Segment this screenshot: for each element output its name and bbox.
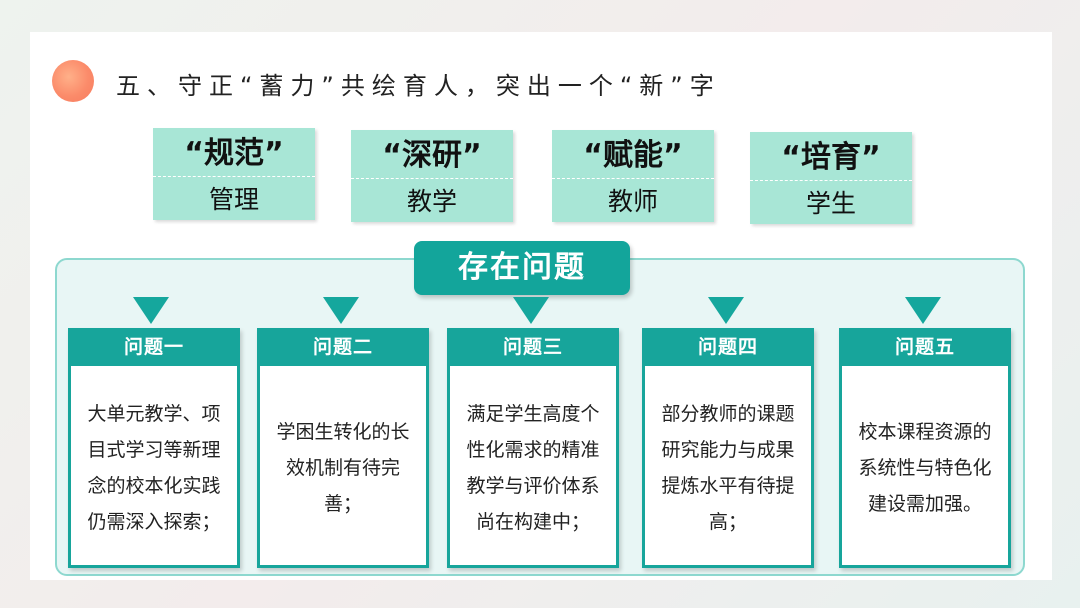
- problems-title: 存在问题: [414, 241, 630, 295]
- tag-divider: [552, 178, 714, 179]
- problem-text: 大单元教学、项目式学习等新理念的校本化实践仍需深入探索；: [83, 379, 225, 557]
- problem-card-1: 问题一 大单元教学、项目式学习等新理念的校本化实践仍需深入探索；: [68, 328, 240, 568]
- problem-label: 问题五: [839, 328, 1011, 366]
- problem-label: 问题一: [68, 328, 240, 366]
- tag-subject: 学生: [805, 189, 856, 218]
- tag-keyword: “规范”: [184, 136, 284, 171]
- problem-text-content: 满足学生高度个性化需求的精准教学与评价体系尚在构建中；: [466, 403, 600, 533]
- tag-subject: 教师: [607, 187, 658, 216]
- tag-funeng: “赋能” 教师: [552, 130, 714, 222]
- problem-label: 问题二: [257, 328, 429, 366]
- problem-text-content: 校本课程资源的系统性与特色化建设需加强。: [858, 421, 992, 515]
- tag-keyword: “深研”: [382, 138, 482, 173]
- problem-card-5: 问题五 校本课程资源的系统性与特色化建设需加强。: [839, 328, 1011, 568]
- problem-text-content: 部分教师的课题研究能力与成果提炼水平有待提高；: [661, 403, 795, 533]
- problem-label: 问题三: [447, 328, 619, 366]
- tag-guifan: “规范” 管理: [153, 128, 315, 220]
- problem-text: 满足学生高度个性化需求的精准教学与评价体系尚在构建中；: [462, 379, 604, 557]
- arrow-down-icon: [708, 297, 744, 324]
- problem-text-content: 大单元教学、项目式学习等新理念的校本化实践仍需深入探索；: [87, 403, 221, 533]
- problem-text: 校本课程资源的系统性与特色化建设需加强。: [854, 379, 996, 557]
- tag-shenyan: “深研” 教学: [351, 130, 513, 222]
- arrow-down-icon: [513, 297, 549, 324]
- arrow-down-icon: [323, 297, 359, 324]
- arrow-down-icon: [133, 297, 169, 324]
- tag-divider: [153, 176, 315, 177]
- tag-subject: 管理: [208, 185, 259, 214]
- tag-peiyu: “培育” 学生: [750, 132, 912, 224]
- tag-keyword: “培育”: [781, 140, 881, 175]
- tag-keyword: “赋能”: [583, 138, 683, 173]
- problem-text: 部分教师的课题研究能力与成果提炼水平有待提高；: [657, 379, 799, 557]
- arrow-down-icon: [905, 297, 941, 324]
- problem-card-4: 问题四 部分教师的课题研究能力与成果提炼水平有待提高；: [642, 328, 814, 568]
- page-title: 五、守正“蓄力”共绘育人，突出一个“新”字: [116, 72, 721, 100]
- tag-subject: 教学: [406, 187, 457, 216]
- tag-divider: [351, 178, 513, 179]
- problem-card-3: 问题三 满足学生高度个性化需求的精准教学与评价体系尚在构建中；: [447, 328, 619, 568]
- problem-label: 问题四: [642, 328, 814, 366]
- tag-divider: [750, 180, 912, 181]
- problem-card-2: 问题二 学困生转化的长效机制有待完善；: [257, 328, 429, 568]
- title-bullet-dot: [52, 60, 94, 102]
- problem-text: 学困生转化的长效机制有待完善；: [272, 379, 414, 557]
- problem-text-content: 学困生转化的长效机制有待完善；: [276, 421, 410, 515]
